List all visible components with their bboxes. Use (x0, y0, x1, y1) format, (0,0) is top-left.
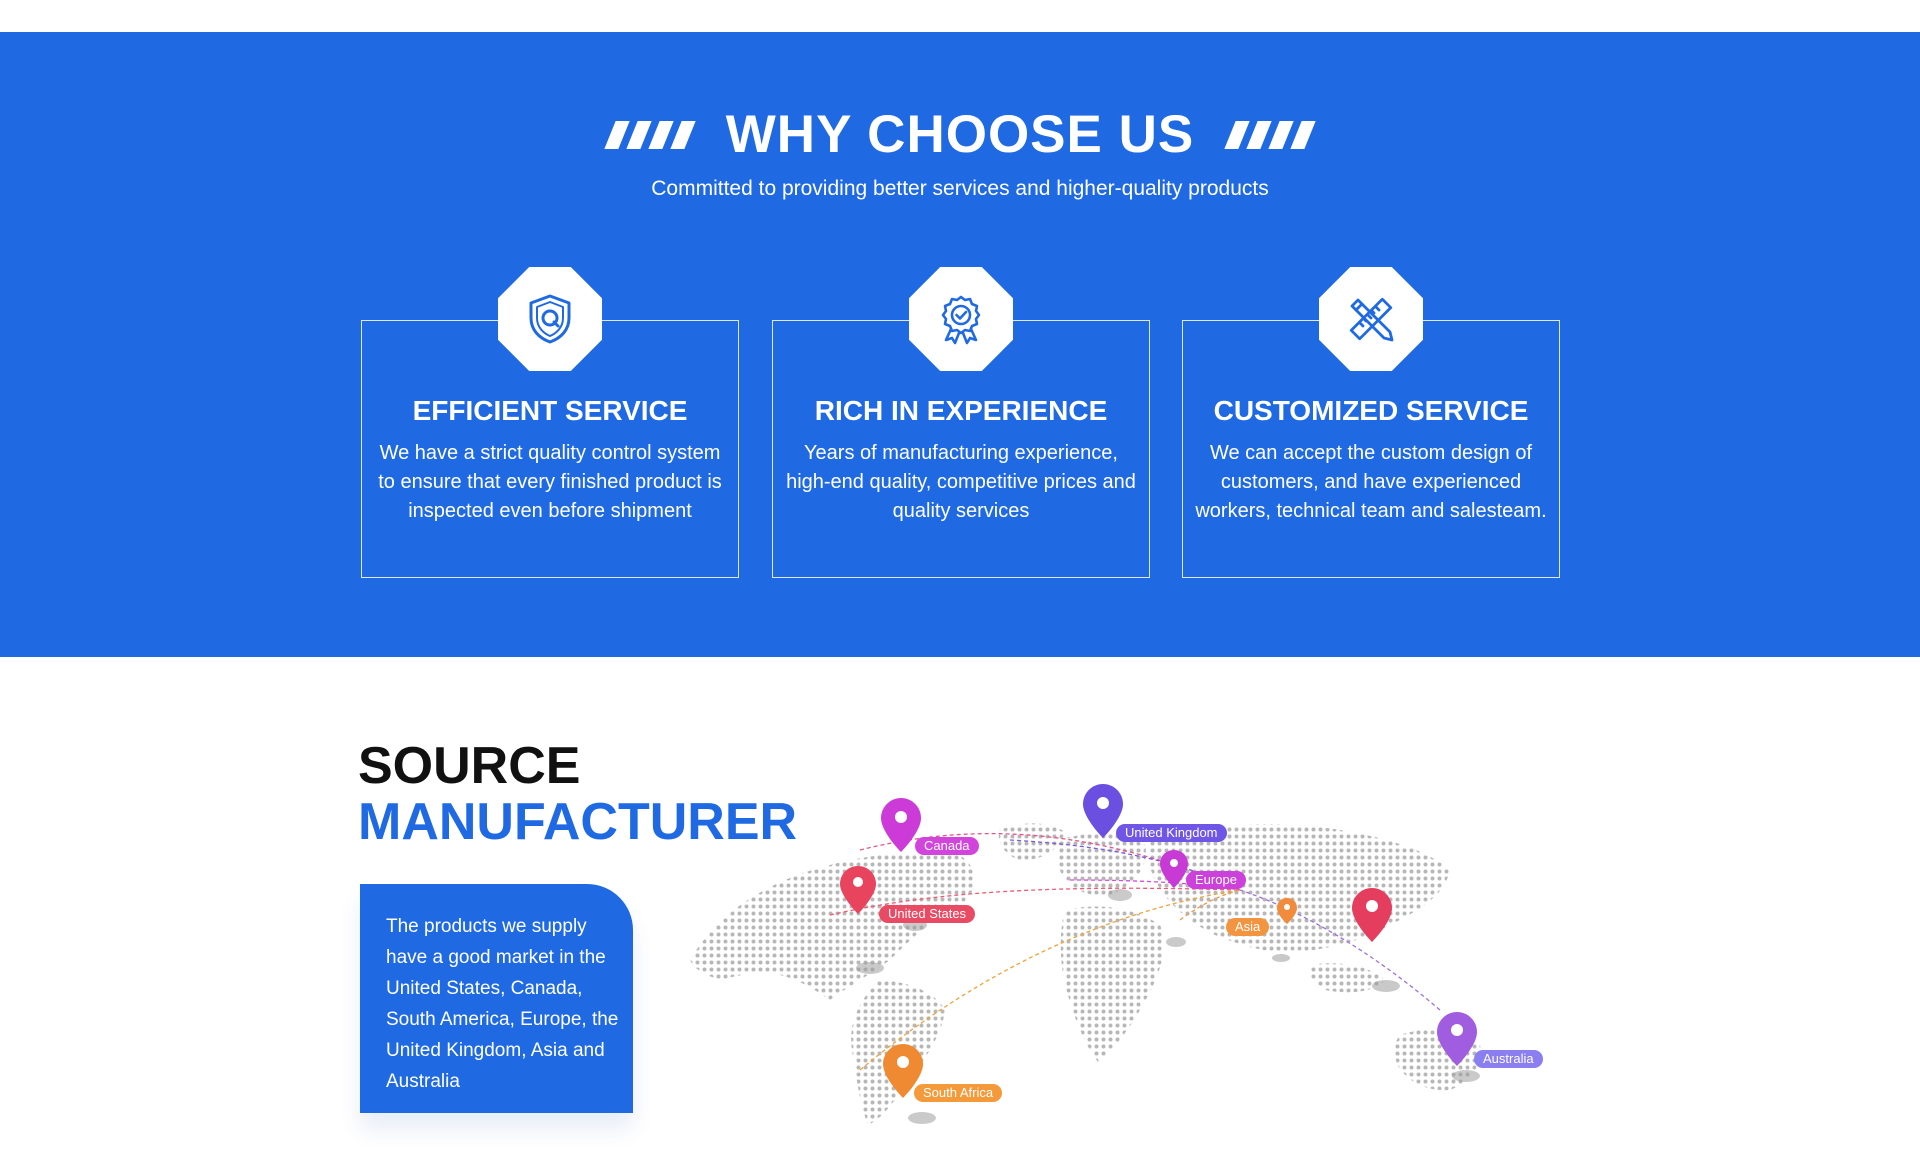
dotted-world-map-graphic (690, 784, 1481, 1125)
why-choose-us-title: WHY CHOOSE US (725, 105, 1195, 164)
feature-card-efficient-service: EFFICIENT SERVICE We have a strict quali… (361, 267, 739, 578)
card-title: RICH IN EXPERIENCE (814, 395, 1108, 426)
ruler-pencil-icon (1349, 297, 1394, 342)
card-title: CUSTOMIZED SERVICE (1213, 395, 1529, 426)
map-label-asia: Asia (1226, 918, 1270, 936)
octagon-icon-badge (909, 267, 1013, 371)
decorative-stripes-right (1224, 121, 1316, 149)
why-choose-us-section: WHY CHOOSE US Committed to providing bet… (0, 32, 1920, 657)
world-map: Canada United States United Kingdom Euro… (680, 770, 1570, 1140)
shield-quality-icon (529, 294, 571, 344)
map-pins (840, 784, 1477, 1098)
why-choose-us-subtitle: Committed to providing better services a… (651, 177, 1269, 200)
source-title-line1: SOURCE (358, 737, 581, 795)
map-label-canada: Canada (915, 837, 979, 855)
source-title-line2: MANUFACTURER (358, 793, 798, 851)
award-badge-icon (941, 295, 981, 345)
card-description: We have a strict quality control system … (378, 442, 722, 522)
map-label-south-africa: South Africa (914, 1084, 1003, 1102)
source-description-box: The products we supply have a good marke… (360, 884, 633, 1113)
feature-card-rich-experience: RICH IN EXPERIENCE Years of manufacturin… (772, 267, 1150, 578)
feature-card-customized-service: CUSTOMIZED SERVICE We can accept the cus… (1182, 267, 1560, 578)
decorative-stripes-left (604, 121, 696, 149)
map-label-united-kingdom: United Kingdom (1116, 824, 1227, 842)
source-description: The products we supply have a good marke… (386, 916, 619, 1092)
card-title: EFFICIENT SERVICE (412, 395, 688, 426)
card-description: Years of manufacturing experience, high-… (786, 442, 1136, 522)
why-choose-us-header: WHY CHOOSE US (0, 100, 1920, 170)
octagon-icon-badge (498, 267, 602, 371)
card-description: We can accept the custom design of custo… (1195, 442, 1547, 522)
map-label-australia: Australia (1474, 1050, 1543, 1068)
octagon-icon-badge (1319, 267, 1423, 371)
map-label-united-states: United States (879, 905, 976, 923)
map-label-europe: Europe (1186, 871, 1246, 889)
